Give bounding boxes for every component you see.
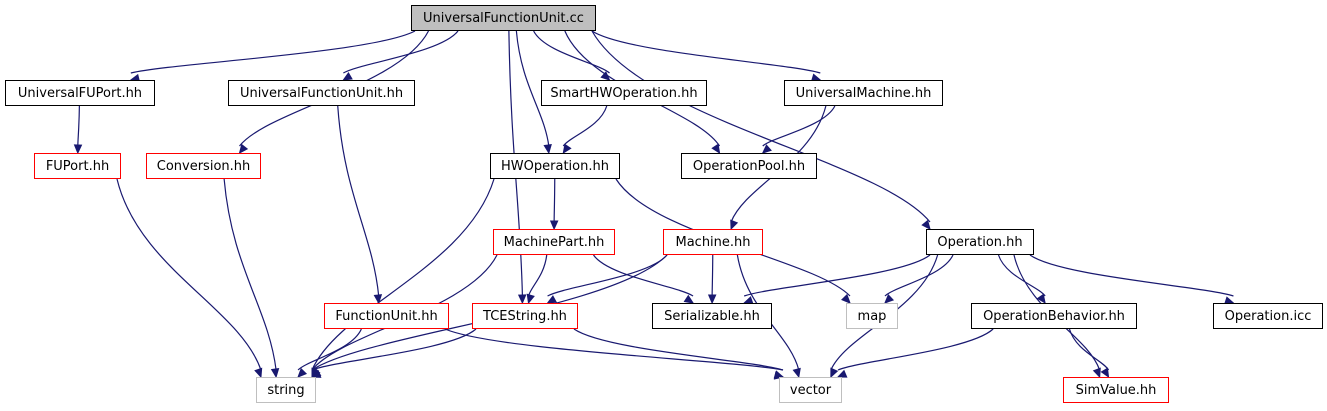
arrowhead-UniversalFunctionUnit_cc-to-Conversion_hh (238, 143, 249, 154)
edge-UniversalFunctionUnit_cc-to-Operation_hh (591, 30, 931, 223)
arrowhead-OperationBehavior_hh-to-SimValue_hh (1100, 367, 1110, 379)
edge-Machine_hh-to-Serializable_hh (711, 254, 714, 297)
arrowhead-UniversalFunctionUnit_cc-to-Operation_hh (921, 219, 931, 230)
arrowhead-HWOperation_hh-to-MachinePart_hh (549, 220, 559, 231)
node-vector[interactable]: vector (779, 377, 842, 403)
edge-TCEString_hh-to-string (311, 328, 477, 371)
node-operationpool-hh[interactable]: OperationPool.hh (681, 153, 817, 179)
edge-HWOperation_hh-to-string (311, 178, 495, 371)
edge-UniversalMachine_hh-to-OperationPool_hh (762, 105, 836, 147)
node-tcestring-hh[interactable]: TCEString.hh (472, 303, 578, 329)
edge-UniversalFunctionUnit_cc-to-UniversalMachine_hh (591, 30, 821, 74)
arrowhead-UniversalFunctionUnit_cc-to-OperationPool_hh (711, 143, 721, 155)
node-serializable-hh[interactable]: Serializable.hh (652, 303, 772, 329)
node-universalfunctionunit-hh[interactable]: UniversalFunctionUnit.hh (228, 80, 415, 106)
arrowhead-UniversalFunctionUnit_hh-to-FunctionUnit_hh (373, 294, 383, 305)
node-universalfunctionunit-cc[interactable]: UniversalFunctionUnit.cc (411, 5, 596, 31)
edge-TCEString_hh-to-vector (573, 328, 784, 371)
edge-UniversalFunctionUnit_cc-to-UniversalFunctionUnit_hh (343, 30, 459, 74)
node-smarthwoperation-hh[interactable]: SmartHWOperation.hh (541, 80, 707, 106)
node-machinepart-hh[interactable]: MachinePart.hh (493, 229, 615, 255)
arrowhead-UniversalFunctionUnit_cc-to-UniversalFunctionUnit_hh (342, 72, 353, 81)
edge-UniversalFunctionUnit_hh-to-FunctionUnit_hh (337, 105, 380, 297)
arrowhead-UniversalFUPort_hh-to-FUPort_hh (73, 144, 83, 155)
arrowhead-MachinePart_hh-to-Serializable_hh (683, 294, 695, 304)
node-operation-hh[interactable]: Operation.hh (926, 229, 1034, 255)
edge-FUPort_hh-to-string (116, 178, 262, 371)
node-operation-icc[interactable]: Operation.icc (1213, 303, 1323, 329)
node-functionunit-hh[interactable]: FunctionUnit.hh (324, 303, 449, 329)
edge-UniversalFunctionUnit_cc-to-HWOperation_hh (515, 30, 550, 147)
node-conversion-hh[interactable]: Conversion.hh (146, 153, 261, 179)
arrowhead-Machine_hh-to-TCEString_hh (546, 295, 558, 304)
arrowhead-FUPort_hh-to-string (254, 367, 263, 379)
arrowhead-HWOperation_hh-to-map (841, 293, 851, 304)
arrowhead-Machine_hh-to-Serializable_hh (707, 294, 717, 305)
edge-FunctionUnit_hh-to-vector (444, 328, 784, 371)
arrowhead-Conversion_hh-to-string (270, 368, 280, 379)
arrowhead-UniversalFunctionUnit_cc-to-TCEString_hh (517, 294, 527, 305)
edge-UniversalFunctionUnit_cc-to-UniversalFUPort_hh (130, 30, 416, 74)
edge-UniversalFUPort_hh-to-FUPort_hh (77, 105, 80, 147)
arrowhead-Operation_hh-to-SimValue_hh (1092, 367, 1101, 379)
node-hwoperation-hh[interactable]: HWOperation.hh (490, 153, 620, 179)
edge-UniversalFunctionUnit_cc-to-SmartHWOperation_hh (533, 30, 610, 74)
edge-FunctionUnit_hh-to-string (297, 328, 362, 371)
edge-Operation_hh-to-map (884, 254, 954, 297)
edge-Operation_hh-to-Operation_icc (1029, 254, 1234, 297)
arrowhead-Operation_hh-to-OperationBehavior_hh (1036, 293, 1046, 305)
edge-OperationBehavior_hh-to-vector (837, 328, 994, 371)
edge-HWOperation_hh-to-MachinePart_hh (553, 178, 556, 223)
edge-MachinePart_hh-to-TCEString_hh (527, 254, 548, 297)
arrowhead-SmartHWOperation_hh-to-HWOperation_hh (562, 143, 572, 155)
node-simvalue-hh[interactable]: SimValue.hh (1063, 377, 1169, 403)
arrowhead-UniversalFunctionUnit_cc-to-HWOperation_hh (543, 144, 552, 155)
node-universalmachine-hh[interactable]: UniversalMachine.hh (784, 80, 943, 106)
node-machine-hh[interactable]: Machine.hh (663, 229, 763, 255)
arrowhead-OperationBehavior_hh-to-vector (836, 369, 848, 378)
arrowhead-TCEString_hh-to-string (310, 369, 322, 378)
node-operationbehavior-hh[interactable]: OperationBehavior.hh (971, 303, 1137, 329)
arrowhead-Machine_hh-to-vector (792, 367, 801, 379)
edge-MachinePart_hh-to-Serializable_hh (593, 254, 694, 297)
arrowhead-Operation_hh-to-vector (830, 367, 839, 379)
edge-Machine_hh-to-TCEString_hh (547, 254, 668, 297)
arrowhead-TCEString_hh-to-vector (773, 370, 785, 379)
edge-Conversion_hh-to-string (223, 178, 277, 371)
node-fuport-hh[interactable]: FUPort.hh (34, 153, 121, 179)
edge-Operation_hh-to-OperationBehavior_hh (997, 254, 1046, 297)
edge-Operation_hh-to-Serializable_hh (743, 254, 931, 297)
arrowhead-UniversalMachine_hh-to-OperationPool_hh (761, 144, 772, 154)
arrowhead-MachinePart_hh-to-TCEString_hh (526, 293, 535, 305)
node-universalfuport-hh[interactable]: UniversalFUPort.hh (5, 80, 155, 106)
arrowhead-FunctionUnit_hh-to-string (297, 367, 308, 378)
edge-SmartHWOperation_hh-to-HWOperation_hh (562, 105, 608, 147)
arrowhead-Operation_hh-to-map (884, 294, 895, 304)
edge-OperationBehavior_hh-to-SimValue_hh (1068, 328, 1110, 371)
arrowhead-UniversalMachine_hh-to-Machine_hh (730, 219, 739, 231)
node-map[interactable]: map (846, 303, 898, 329)
node-string[interactable]: string (256, 377, 316, 403)
